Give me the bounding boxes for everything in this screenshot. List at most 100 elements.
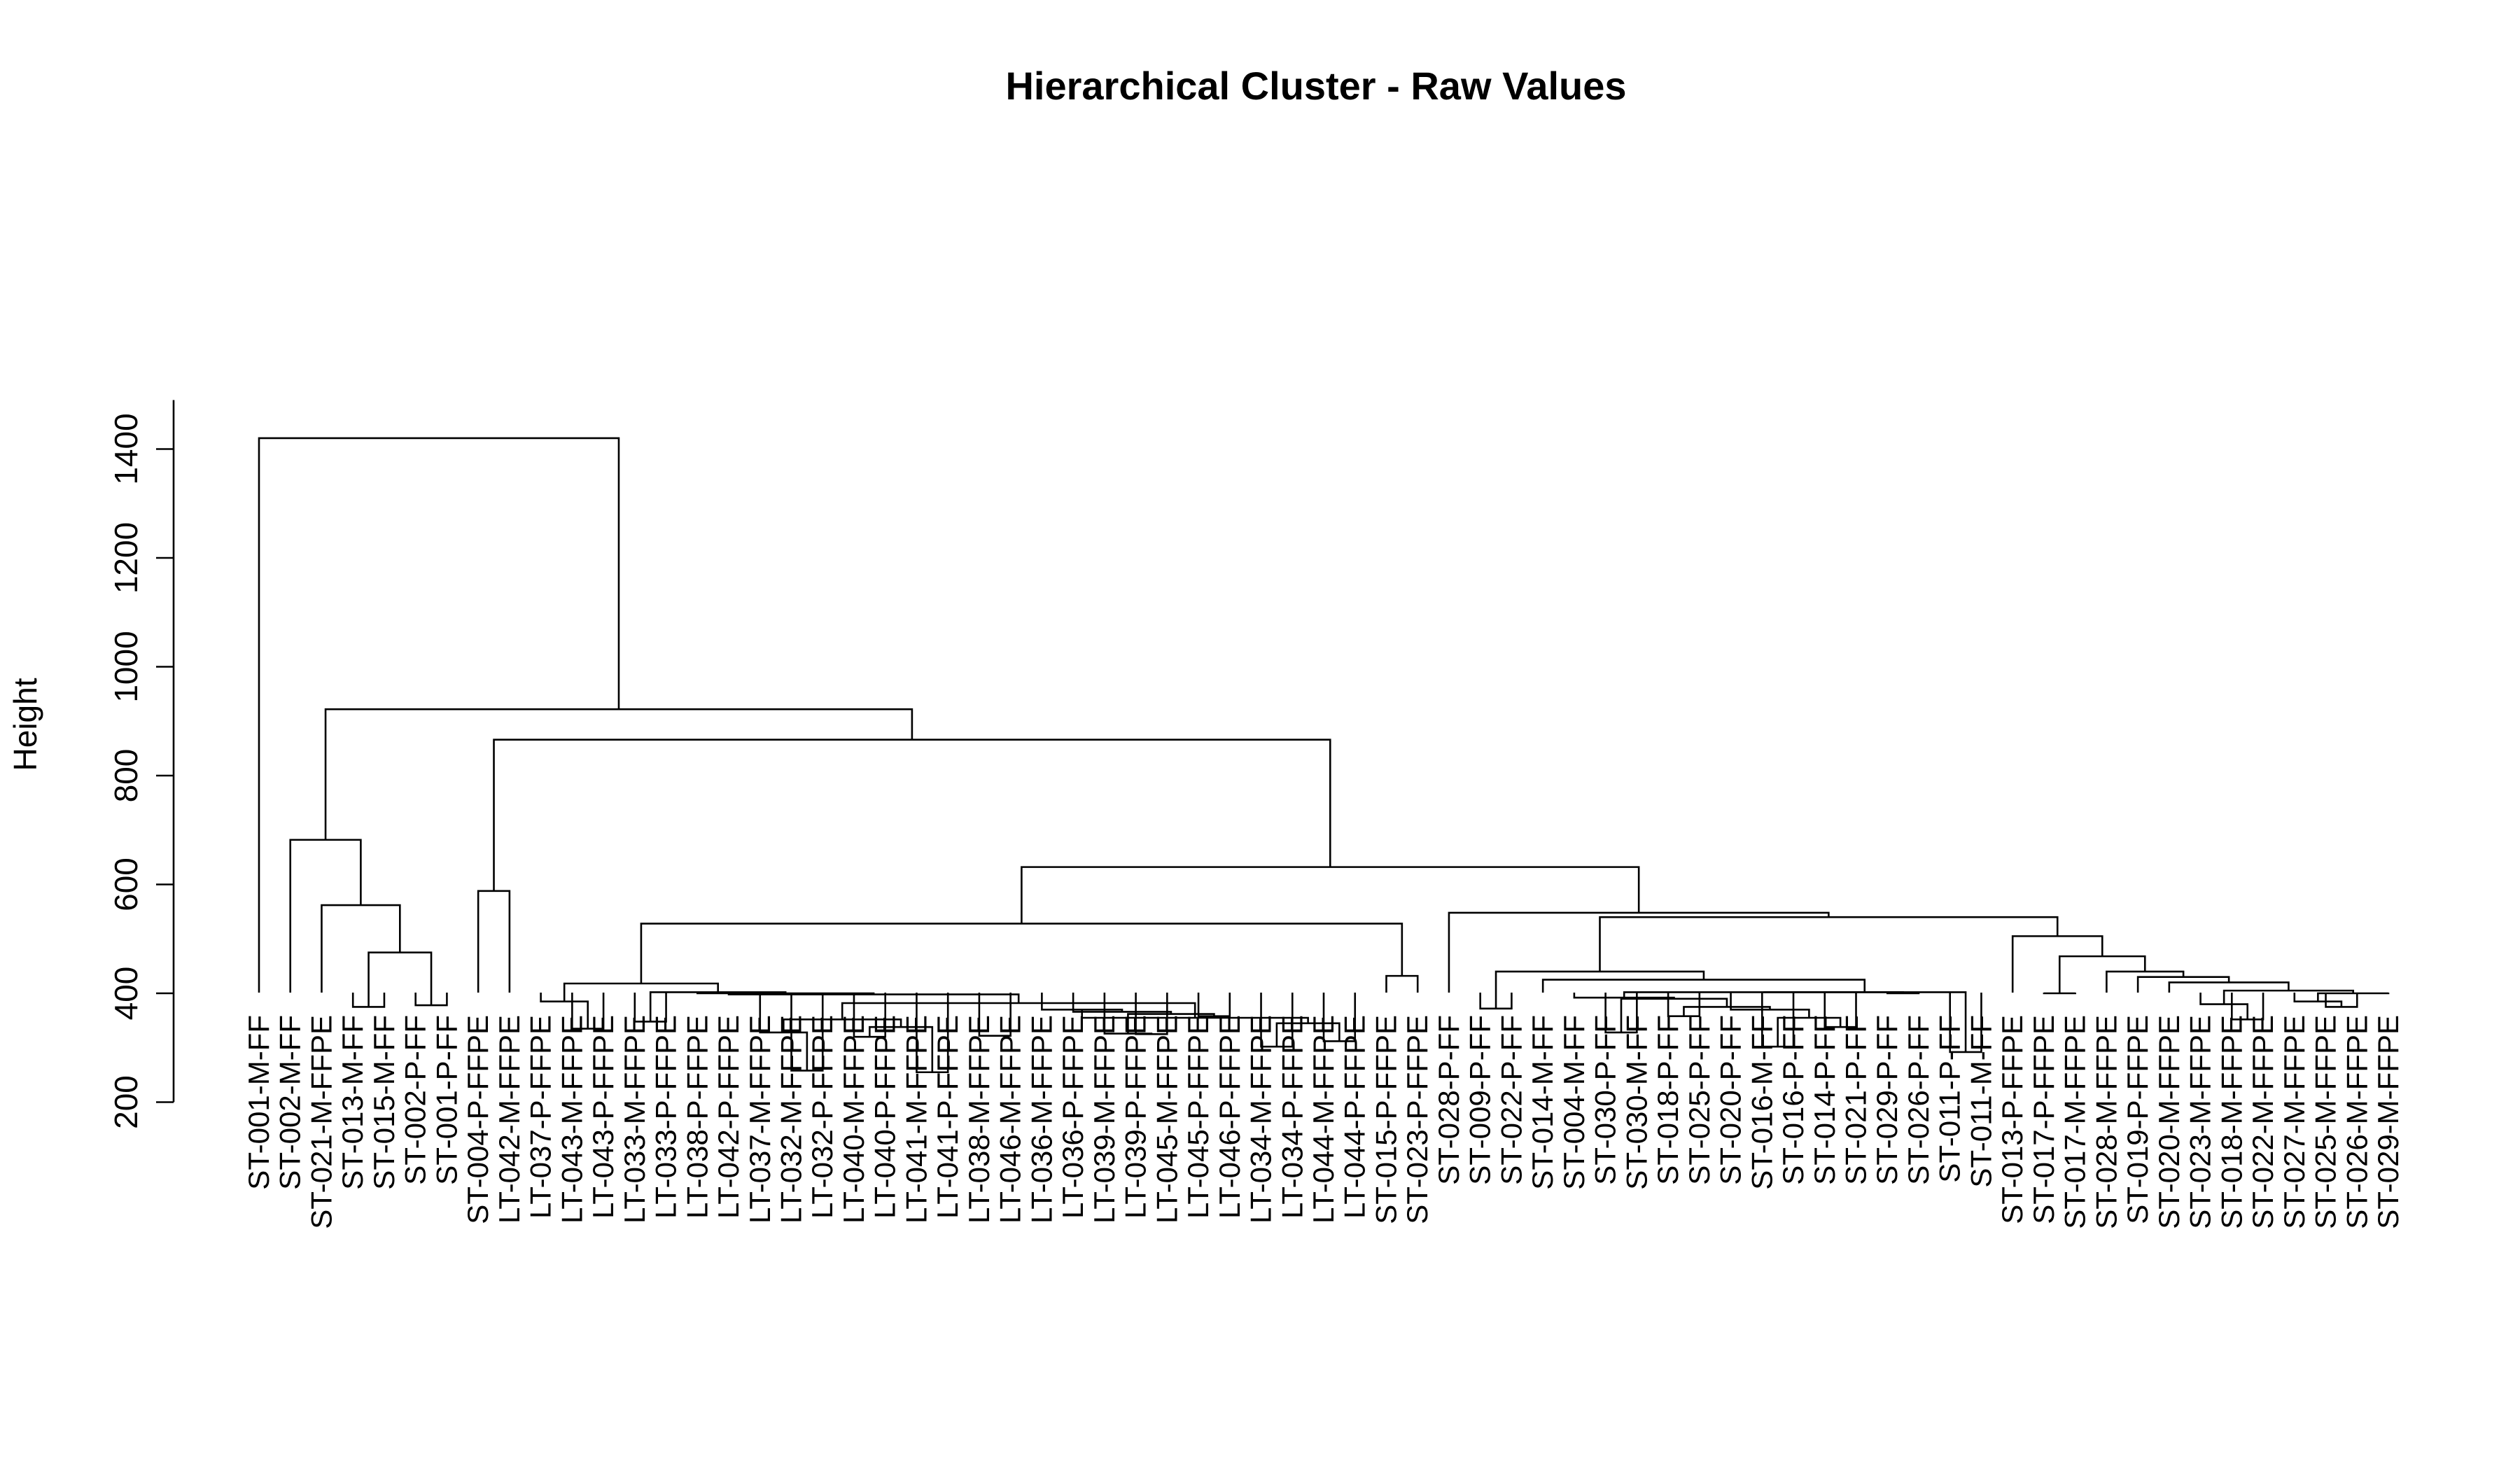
- dendrogram-link: [563, 982, 719, 1002]
- leaf-label: ST-018-P-FF: [1651, 1015, 1684, 1185]
- leaf-label: ST-029-P-FF: [1870, 1015, 1903, 1185]
- leaf-label: ST-022-M-FFPE: [2246, 1015, 2279, 1229]
- leaf-label: ST-016-M-FF: [1745, 1015, 1778, 1190]
- leaf-label: ST-001-M-FF: [242, 1015, 275, 1190]
- y-tick-label: 1000: [108, 631, 144, 702]
- leaf-label: ST-013-M-FF: [336, 1015, 369, 1190]
- leaf-label: ST-014-P-FF: [1808, 1015, 1841, 1185]
- y-axis-label: Height: [7, 678, 43, 771]
- leaf-label: LT-046-P-FFPE: [1213, 1015, 1246, 1219]
- leaf-label: ST-028-M-FFPE: [2090, 1015, 2122, 1229]
- leaf-label: ST-009-P-FF: [1464, 1015, 1497, 1185]
- y-tick-label: 1200: [108, 522, 144, 594]
- y-tick-label: 600: [108, 858, 144, 911]
- leaf-label: ST-002-P-FF: [399, 1015, 432, 1185]
- leaf-label: ST-013-P-FFPE: [1996, 1015, 2029, 1224]
- dendrogram-link: [2058, 955, 2146, 993]
- leaf-label: LT-033-P-FFPE: [650, 1015, 682, 1219]
- leaf-label: ST-025-M-FFPE: [2309, 1015, 2342, 1229]
- leaf-label: ST-015-P-FFPE: [1369, 1015, 1402, 1224]
- dendrogram-link: [324, 708, 913, 840]
- leaf-label: ST-029-M-FFPE: [2372, 1015, 2404, 1229]
- dendrogram-link: [351, 993, 386, 1008]
- leaf-label: ST-015-M-FF: [368, 1015, 400, 1190]
- leaf-label: LT-034-P-FFPE: [1275, 1015, 1308, 1219]
- leaf-label: LT-032-M-FFPE: [775, 1015, 808, 1224]
- dendrogram-link: [1041, 993, 1124, 1012]
- dendrogram-link: [2011, 935, 2104, 993]
- dendrogram-link: [493, 738, 1331, 891]
- leaf-label: ST-025-P-FF: [1683, 1015, 1716, 1185]
- dendrogram-links: [258, 437, 2390, 1074]
- y-tick-label: 200: [108, 1075, 144, 1129]
- dendrogram-link: [1197, 993, 1231, 1017]
- dendrogram-link: [571, 993, 605, 1030]
- dendrogram-link: [2136, 976, 2230, 993]
- leaf-label: ST-017-M-FFPE: [2059, 1015, 2092, 1229]
- dendrogram-link: [1127, 1013, 1215, 1034]
- leaf-label: ST-017-P-FFPE: [2027, 1015, 2060, 1224]
- dendrogram-link: [1683, 1006, 1771, 1016]
- leaf-label: ST-021-P-FF: [1840, 1015, 1872, 1185]
- leaf-label: ST-026-M-FFPE: [2340, 1015, 2373, 1229]
- dendrogram-link: [1494, 970, 1705, 1009]
- leaf-label: ST-001-P-FF: [430, 1015, 463, 1185]
- leaf-label: ST-018-M-FFPE: [2215, 1015, 2248, 1229]
- leaf-label: ST-027-M-FFPE: [2278, 1015, 2311, 1229]
- leaf-label: ST-019-P-FFPE: [2121, 1015, 2154, 1224]
- leaf-label: ST-030-M-FF: [1620, 1015, 1653, 1190]
- dendrogram-link: [978, 993, 1011, 1037]
- leaf-label: ST-020-P-FF: [1714, 1015, 1747, 1185]
- leaf-label: ST-004-M-FF: [1558, 1015, 1590, 1190]
- dendrogram-link: [321, 904, 401, 993]
- leaf-label: ST-023-P-FFPE: [1401, 1015, 1434, 1224]
- leaf-label: LT-041-P-FFPE: [931, 1015, 964, 1219]
- leaf-label: LT-032-P-FFPE: [806, 1015, 839, 1219]
- chart-title: Hierarchical Cluster - Raw Values: [1005, 64, 1626, 108]
- leaf-label: LT-045-M-FFPE: [1150, 1015, 1183, 1224]
- leaf-label: LT-038-P-FFPE: [680, 1015, 713, 1219]
- dendrogram-link: [1730, 993, 1810, 1018]
- leaf-label: LT-033-M-FFPE: [618, 1015, 651, 1224]
- leaf-label: ST-004-P-FFPE: [461, 1015, 494, 1224]
- leaf-label: ST-030-P-FF: [1589, 1015, 1622, 1185]
- leaf-label: LT-036-P-FFPE: [1056, 1015, 1089, 1219]
- leaf-label: ST-023-M-FFPE: [2184, 1015, 2217, 1229]
- leaf-label: ST-016-P-FF: [1777, 1015, 1809, 1185]
- leaf-label: LT-039-M-FFPE: [1088, 1015, 1121, 1224]
- leaf-label: LT-034-M-FFPE: [1245, 1015, 1278, 1224]
- dendrogram-link: [1777, 1016, 1842, 1047]
- leaf-label: LT-042-P-FFPE: [712, 1015, 745, 1219]
- leaf-label: ST-011-M-FF: [1964, 1015, 1997, 1188]
- leaf-label: LT-039-P-FFPE: [1119, 1015, 1152, 1219]
- y-tick-label: 400: [108, 967, 144, 1021]
- y-tick-label: 1400: [108, 413, 144, 484]
- dendrogram-link: [477, 890, 511, 993]
- dendrogram-link: [1448, 911, 1830, 993]
- leaf-label: ST-022-P-FF: [1494, 1015, 1527, 1185]
- dendrogram-link: [368, 951, 433, 1007]
- dendrogram-link: [1667, 993, 1701, 1017]
- leaf-label: LT-042-M-FFPE: [493, 1015, 526, 1224]
- leaf-label: ST-020-M-FFPE: [2152, 1015, 2185, 1229]
- leaf-label: LT-040-M-FFPE: [837, 1015, 870, 1224]
- leaf-label: LT-045-P-FFPE: [1182, 1015, 1214, 1219]
- dendrogram-link: [289, 839, 362, 993]
- leaf-label: LT-037-P-FFPE: [524, 1015, 557, 1219]
- dendrogram-link: [2325, 993, 2358, 1008]
- leaf-label: LT-040-P-FFPE: [869, 1015, 902, 1219]
- leaf-label: LT-037-M-FFPE: [743, 1015, 776, 1224]
- leaf-label: LT-044-P-FFPE: [1338, 1015, 1371, 1219]
- leaf-label: ST-021-M-FFPE: [304, 1015, 337, 1229]
- dendrogram-link: [1599, 916, 2059, 972]
- leaf-label: LT-038-M-FFPE: [962, 1015, 995, 1224]
- dendrogram-link: [1021, 866, 1640, 924]
- leaf-label: ST-026-P-FF: [1902, 1015, 1935, 1185]
- leaf-label: LT-041-M-FFPE: [899, 1015, 932, 1224]
- leaf-label: LT-046-M-FFPE: [994, 1015, 1027, 1224]
- leaf-label: LT-044-M-FFPE: [1307, 1015, 1340, 1224]
- dendrogram-link: [640, 923, 1404, 984]
- leaf-label: LT-043-M-FFPE: [555, 1015, 588, 1224]
